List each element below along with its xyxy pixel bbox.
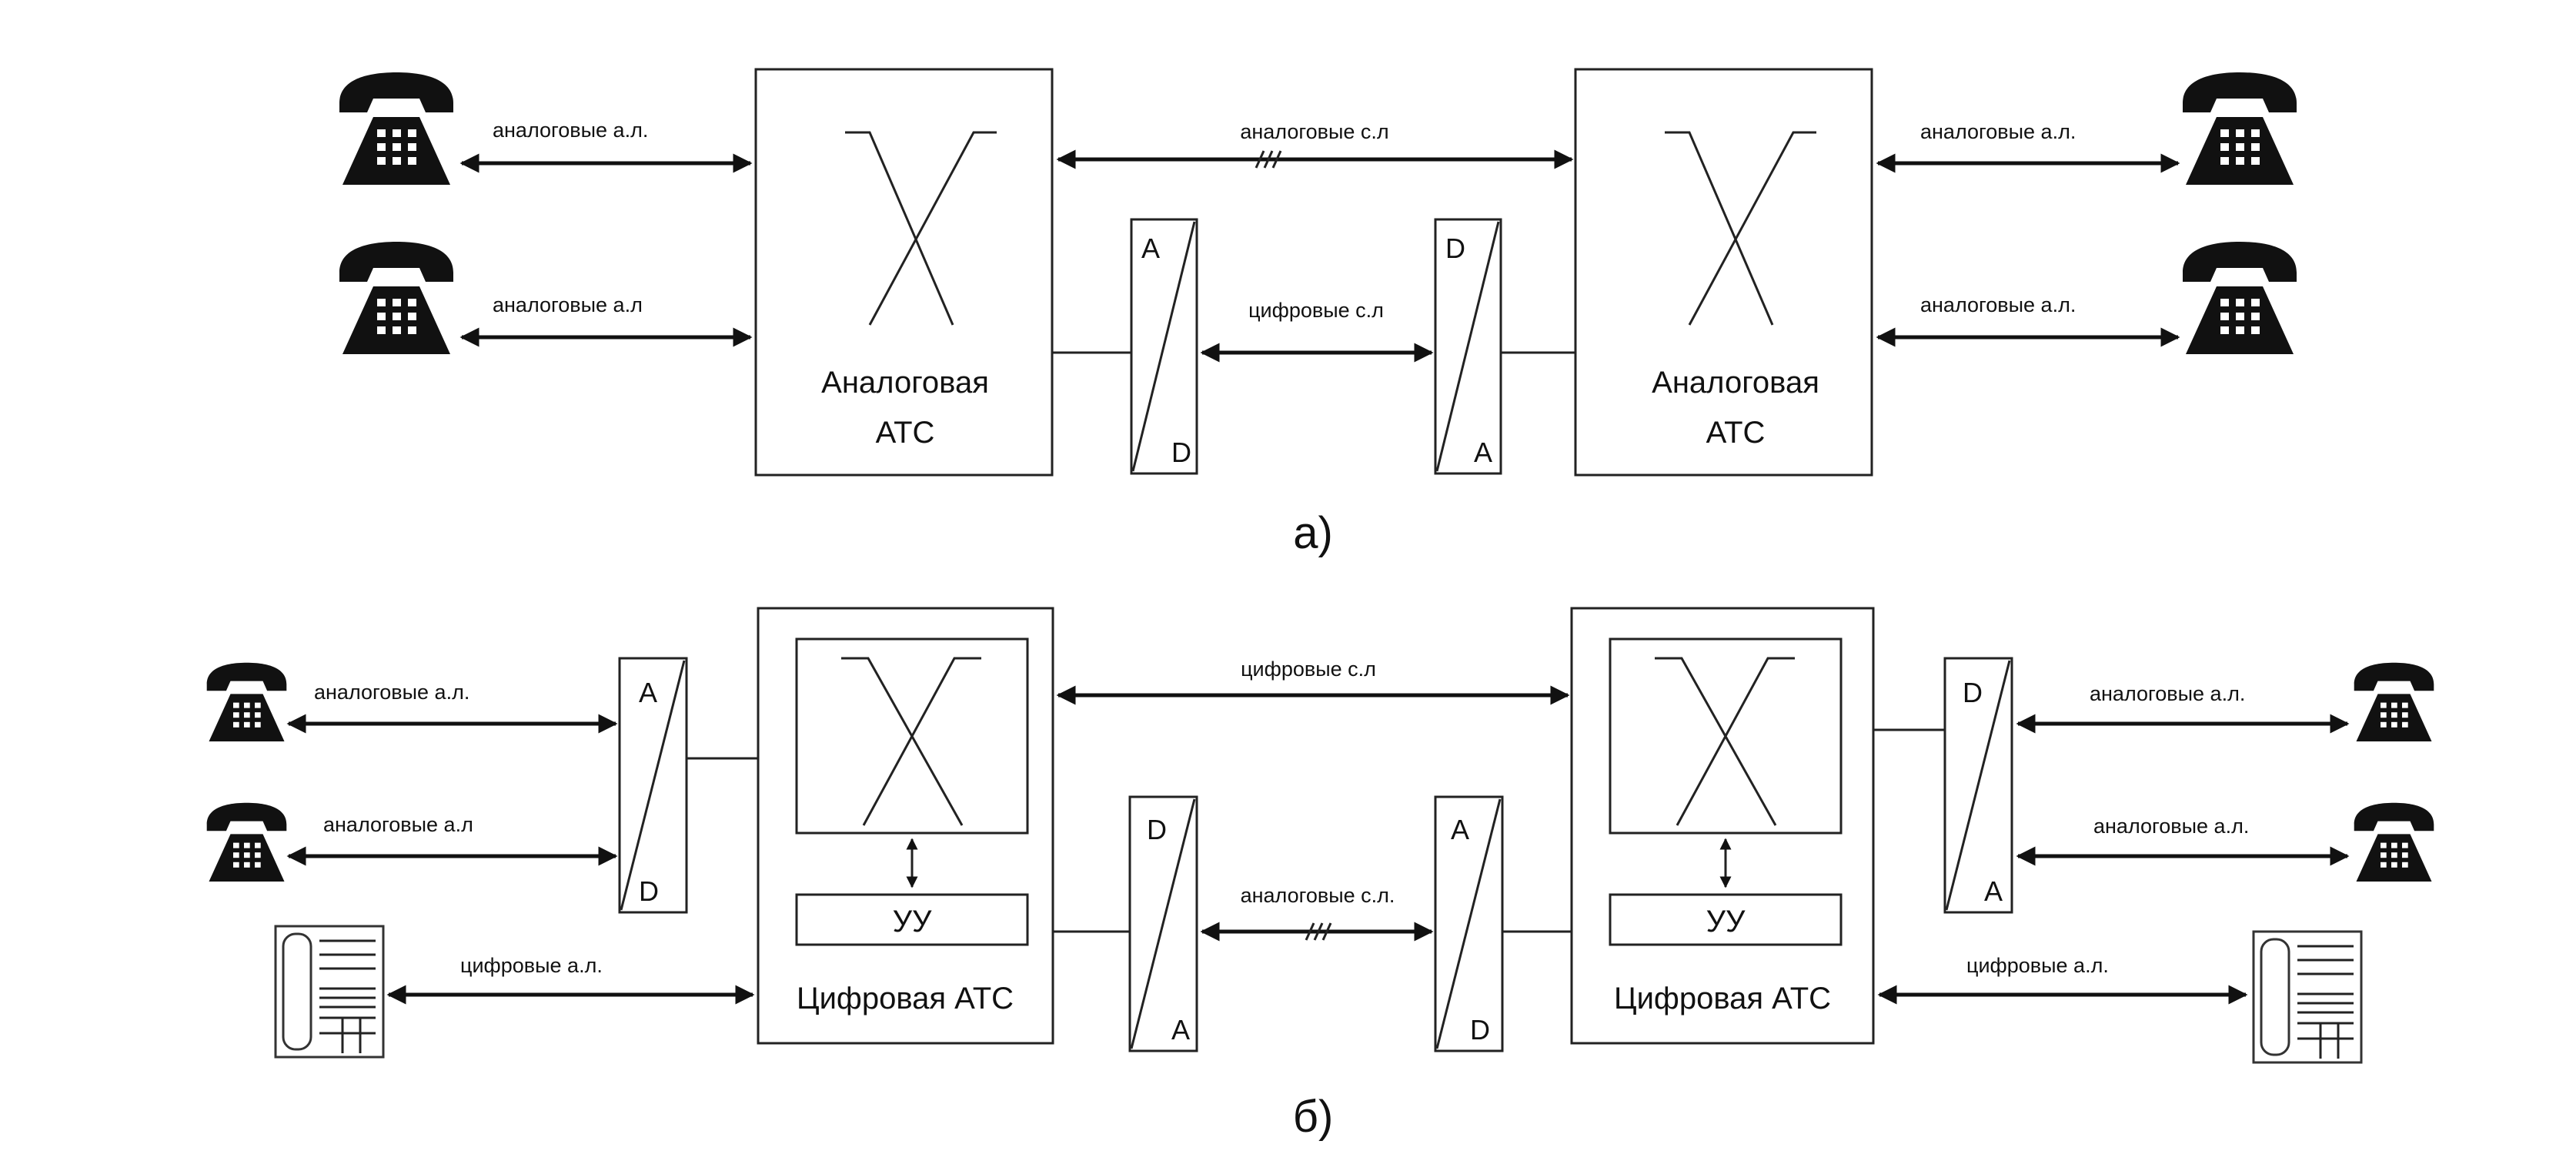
converter-bottom-label: A xyxy=(1474,437,1492,468)
converter-top-label: A xyxy=(639,677,657,708)
subscriber-line-label: аналоговые а.л xyxy=(493,293,643,316)
switch-field-icon xyxy=(845,131,997,326)
control-unit-label: УУ xyxy=(1706,905,1746,939)
multi-channel-mark xyxy=(1255,150,1282,169)
subscriber-line-label: аналоговые а.л xyxy=(323,813,473,836)
subscriber-line-label: аналоговые а.л. xyxy=(493,119,648,142)
converter-diagonal xyxy=(1130,798,1196,1049)
control-unit xyxy=(795,893,1029,946)
digital-telephone-icon xyxy=(274,925,385,1059)
switch-field-icon xyxy=(1655,657,1795,826)
converter-diagonal xyxy=(1435,798,1502,1049)
subscriber-line-label: аналоговые а.л. xyxy=(2090,682,2245,705)
converter-top-label: D xyxy=(1963,677,1983,708)
analog-trunk-label: аналоговые с.л xyxy=(1240,120,1388,143)
subscriber-line-label: аналоговые а.л. xyxy=(314,681,469,704)
analog-exchange xyxy=(1574,68,1873,477)
multi-channel-mark xyxy=(1305,922,1332,941)
diagram-b: аналоговые а.л. аналоговые а.л цифровые … xyxy=(206,607,2434,1142)
control-unit xyxy=(1609,893,1843,946)
analog-trunk-label: аналоговые с.л. xyxy=(1241,884,1395,907)
subscriber-line-label: аналоговые а.л. xyxy=(1920,293,2076,316)
exchange-label-line1: Аналоговая xyxy=(821,366,989,400)
telephone-icon xyxy=(206,802,287,882)
switch-field-icon xyxy=(841,657,981,826)
subscriber-line-label: аналоговые а.л. xyxy=(2093,815,2249,838)
analog-exchange xyxy=(754,68,1054,477)
exchange-label-line1: Аналоговая xyxy=(1652,366,1819,400)
subscriber-line-label: цифровые а.л. xyxy=(460,954,603,977)
subscriber-line-label: цифровые а.л. xyxy=(1966,954,2109,977)
converter-bottom-label: A xyxy=(1984,875,2003,907)
converter-diagonal xyxy=(620,660,686,911)
telephone-icon xyxy=(339,72,453,185)
converter-diagonal xyxy=(1945,660,2011,911)
converter-top-label: A xyxy=(1451,814,1469,845)
subscriber-line-label: аналоговые а.л. xyxy=(1920,120,2076,143)
converter-top-label: D xyxy=(1147,814,1167,845)
diagram-a: аналоговые а.л. аналоговые а.л Аналогова… xyxy=(339,68,2297,558)
digital-telephone-icon xyxy=(2252,930,2363,1064)
exchange-label: Цифровая АТС xyxy=(1614,982,1831,1015)
converter-top-label: A xyxy=(1141,233,1160,264)
control-unit-label: УУ xyxy=(893,905,932,939)
telephone-icon xyxy=(2354,802,2434,882)
caption: б) xyxy=(1293,1092,1334,1142)
converter-bottom-label: D xyxy=(639,875,659,907)
digital-trunk-label: цифровые с.л xyxy=(1248,299,1384,322)
telephone-icon xyxy=(2354,662,2434,741)
exchange-label: Цифровая АТС xyxy=(797,982,1014,1015)
caption: а) xyxy=(1293,508,1333,558)
converter-bottom-label: A xyxy=(1171,1014,1190,1046)
telephone-icon xyxy=(339,242,453,354)
converter-top-label: D xyxy=(1445,233,1465,264)
converter-bottom-label: D xyxy=(1171,437,1191,468)
telephone-icon xyxy=(2183,242,2297,354)
converter-diagonal xyxy=(1131,221,1196,472)
digital-trunk-label: цифровые с.л xyxy=(1241,657,1376,681)
telephone-icon xyxy=(2183,72,2297,185)
converter-diagonal xyxy=(1435,221,1500,472)
telephone-icon xyxy=(206,662,287,741)
switch-field-icon xyxy=(1665,131,1816,326)
exchange-label-line2: АТС xyxy=(1706,416,1766,450)
converter-bottom-label: D xyxy=(1470,1014,1490,1046)
exchange-label-line2: АТС xyxy=(876,416,935,450)
